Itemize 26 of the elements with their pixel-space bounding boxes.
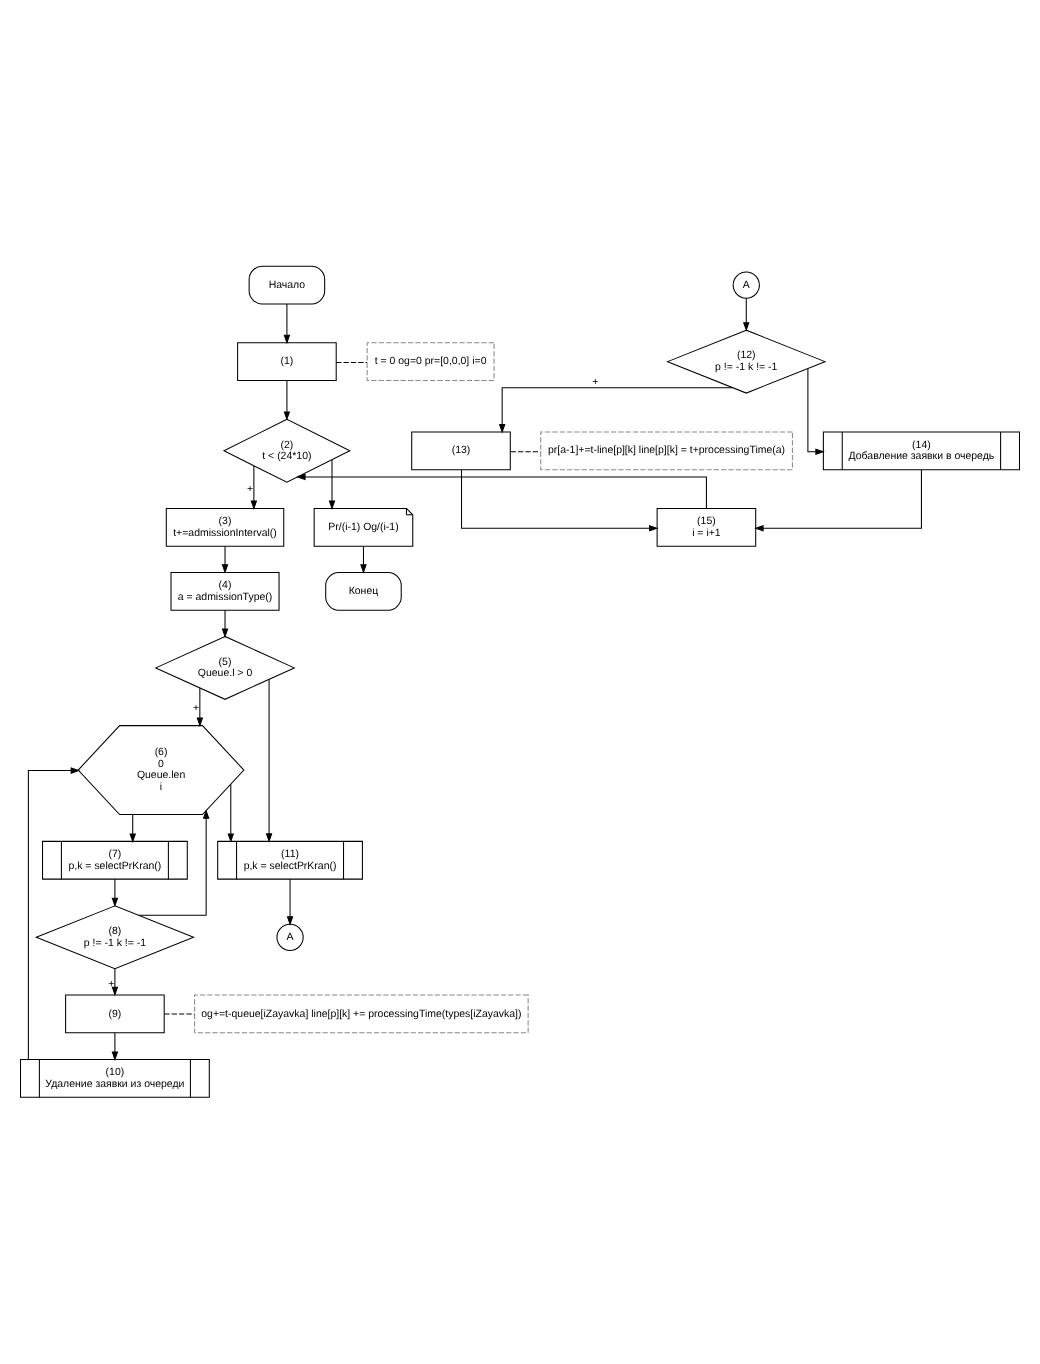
arrow: [498, 387, 734, 434]
connector: [510, 451, 541, 453]
arrow: [221, 546, 229, 574]
arrow: [27, 767, 81, 1060]
arrow: [328, 459, 336, 510]
connector: [163, 1013, 196, 1015]
arrow: [221, 609, 229, 638]
arrow: [360, 546, 367, 574]
arrow: [111, 1032, 119, 1061]
connector: [335, 362, 368, 364]
arrow: [129, 814, 137, 843]
arrow: [742, 297, 750, 332]
arrow: [227, 783, 235, 843]
arrow: [286, 878, 294, 926]
arrow: [265, 678, 273, 843]
arrow: [283, 380, 291, 421]
arrow: [296, 473, 707, 509]
arrow: [461, 469, 659, 532]
arrow: [111, 968, 119, 997]
arrow: [138, 809, 210, 916]
arrow: [250, 465, 258, 511]
arrow: [111, 878, 119, 908]
arrow: [807, 368, 825, 456]
arrow: [196, 687, 204, 727]
arrow: [754, 469, 922, 532]
arrow: [283, 303, 291, 345]
